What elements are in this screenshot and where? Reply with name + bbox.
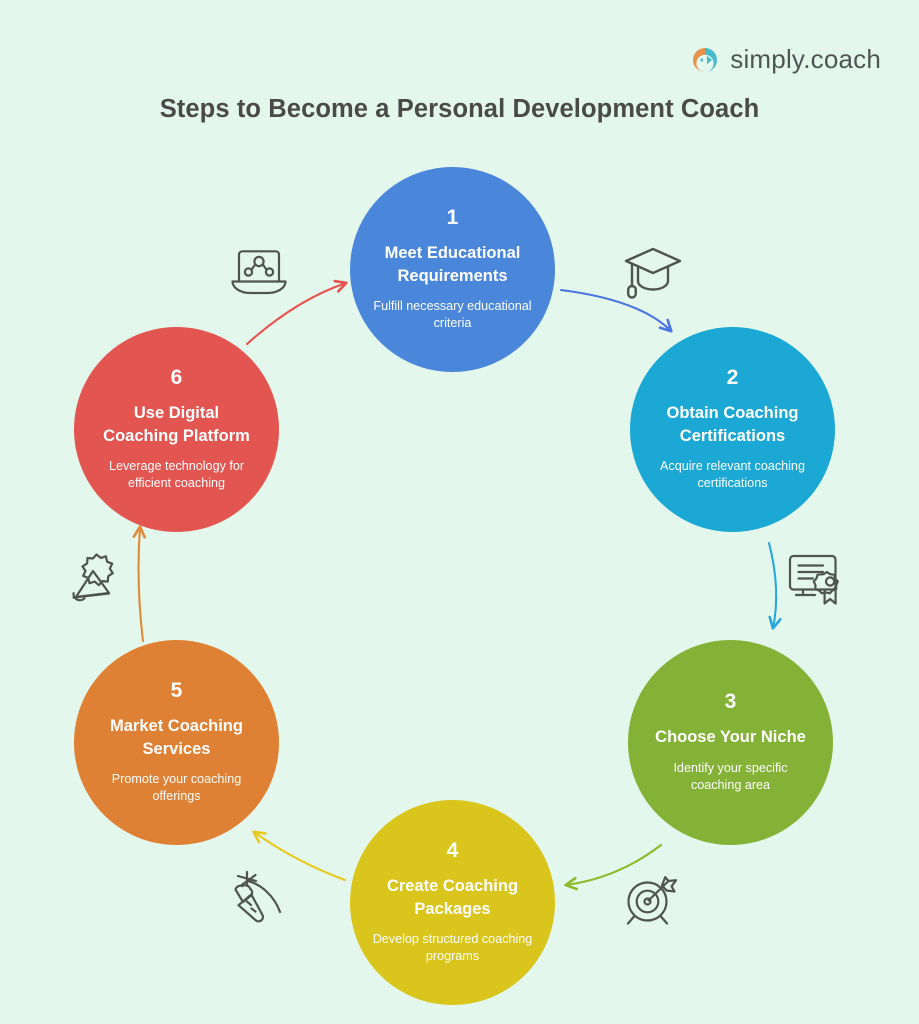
step-node-3[interactable]: 3 Choose Your Niche Identify your specif… [628, 640, 833, 845]
step-description: Leverage technology for efficient coachi… [108, 459, 245, 491]
arrow-step5-to-step6 [139, 527, 143, 643]
step-number: 6 [170, 365, 183, 389]
laptop-network-icon [227, 243, 291, 306]
step-title: Obtain Coaching Certifications [666, 403, 799, 445]
brand-name: simply.coach [730, 44, 881, 74]
megaphone-icon [60, 549, 130, 618]
step-number: 5 [170, 678, 183, 702]
step-number: 2 [726, 365, 739, 389]
step-description: Acquire relevant coaching certifications [660, 459, 805, 491]
step-description: Develop structured coaching programs [372, 932, 533, 964]
page-title: Steps to Become a Personal Development C… [159, 95, 760, 123]
step-node-6[interactable]: 6 Use Digital Coaching Platform Leverage… [74, 327, 279, 532]
certificate-icon [782, 550, 846, 613]
graduation-cap-icon [620, 242, 686, 309]
brand-logo: simply.coach [690, 44, 881, 75]
simply-coach-logo-icon [693, 47, 718, 72]
step-title: Create Coaching Packages [386, 876, 519, 918]
step-title: Use Digital Coaching Platform [103, 403, 250, 445]
step-number: 1 [446, 205, 459, 229]
step-number: 3 [724, 690, 737, 714]
step-description: Promote your coaching offerings [111, 772, 242, 804]
step-node-5[interactable]: 5 Market Coaching Services Promote your … [74, 640, 279, 845]
step-title: Choose Your Niche [655, 728, 806, 747]
step-description: Fulfill necessary educational criteria [373, 299, 532, 331]
target-arrow-icon [620, 872, 684, 935]
step-node-1[interactable]: 1 Meet Educational Requirements Fulfill … [350, 167, 555, 372]
step-description: Identify your specific coaching area [673, 760, 788, 792]
step-node-4[interactable]: 4 Create Coaching Packages Develop struc… [350, 800, 555, 1005]
step-node-2[interactable]: 2 Obtain Coaching Certifications Acquire… [630, 327, 835, 532]
carrot-on-stick-icon [222, 864, 292, 937]
step-title: Market Coaching Services [110, 716, 243, 758]
step-title: Meet Educational Requirements [384, 243, 521, 285]
step-number: 4 [446, 838, 459, 862]
arrow-step2-to-step3 [767, 541, 776, 628]
